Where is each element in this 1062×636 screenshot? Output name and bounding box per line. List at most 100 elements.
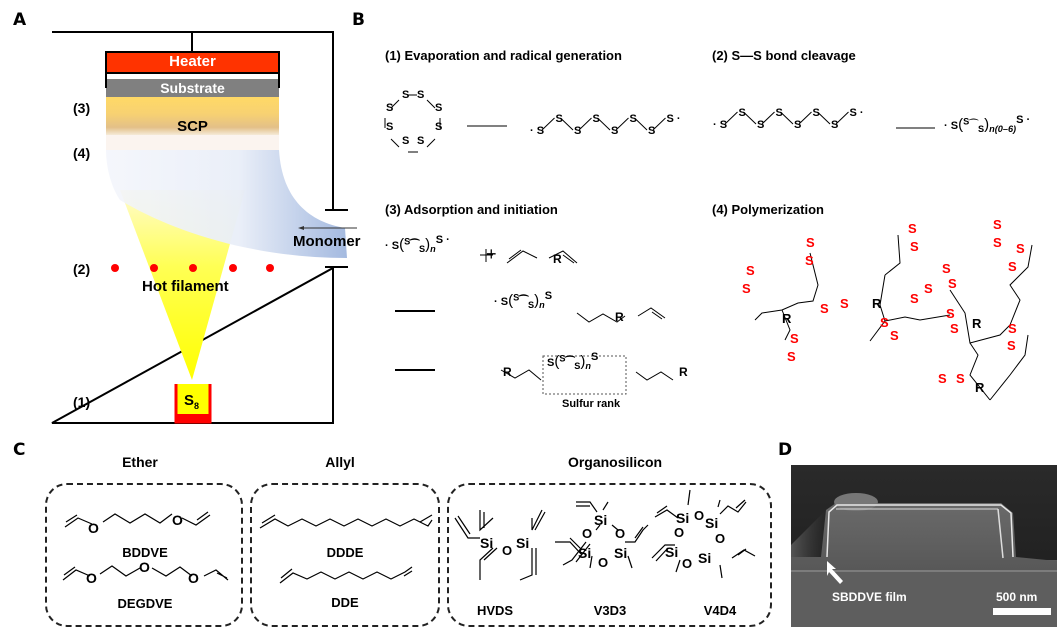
sulfur-atom: S bbox=[950, 321, 959, 336]
sulfur-atom: S bbox=[948, 276, 957, 291]
sulfur-atom: S bbox=[840, 296, 849, 311]
sulfur-atom: S bbox=[880, 315, 889, 330]
oxygen-atom: O bbox=[502, 543, 512, 558]
sulfur-atom: S bbox=[746, 263, 755, 278]
plus-sign: + bbox=[486, 244, 497, 264]
oxygen-atom: O bbox=[86, 570, 97, 586]
step-label-4: (4) bbox=[73, 145, 91, 161]
r-group: R bbox=[975, 380, 985, 395]
filament-dot bbox=[150, 264, 158, 272]
oxygen-atom: O bbox=[88, 520, 99, 536]
silicon-atom: Si bbox=[705, 515, 718, 531]
oxygen-atom: O bbox=[582, 526, 592, 541]
filament-dot bbox=[189, 264, 197, 272]
silicon-atom: Si bbox=[516, 535, 529, 551]
r-group: R bbox=[782, 311, 792, 326]
step2-title: (2) S—S bond cleavage bbox=[712, 48, 856, 63]
allyl-group-box bbox=[250, 483, 440, 627]
panel-label-a: A bbox=[13, 10, 27, 30]
heater bbox=[105, 51, 280, 74]
molecule-name-v3d3: V3D3 bbox=[593, 603, 627, 618]
hot-filament-label: Hot filament bbox=[142, 278, 229, 295]
sulfur-atom: S bbox=[993, 235, 1002, 250]
sulfur-atom: S bbox=[910, 291, 919, 306]
sulfur-atom: S bbox=[1007, 338, 1016, 353]
panel-label-b: B bbox=[352, 10, 365, 30]
filament-dot bbox=[111, 264, 119, 272]
chamber-diagram bbox=[51, 31, 357, 424]
s8-ring bbox=[384, 94, 441, 153]
heater-label: Heater bbox=[169, 53, 216, 70]
initiated-intermediate: · S(S⁀S)nS bbox=[494, 290, 553, 311]
scp-layer bbox=[106, 97, 279, 135]
silicon-atom: Si bbox=[698, 550, 711, 566]
oxygen-atom: O bbox=[674, 525, 684, 540]
sulfur-atom: S bbox=[806, 235, 815, 250]
oxygen-atom: O bbox=[694, 508, 704, 523]
molecule-name-bddve: BDDVE bbox=[122, 545, 168, 560]
sulfur-atom: S bbox=[924, 281, 933, 296]
oxygen-atom: O bbox=[139, 559, 150, 575]
oxygen-atom: O bbox=[715, 531, 725, 546]
r-group-label: R bbox=[679, 365, 688, 379]
substrate bbox=[106, 79, 279, 97]
sulfur-atom: S bbox=[938, 371, 947, 386]
step-label-2: (2) bbox=[73, 261, 91, 277]
filament-dot bbox=[229, 264, 237, 272]
r-group-label: R bbox=[553, 252, 562, 266]
oxygen-atom: O bbox=[188, 570, 199, 586]
substrate-label: Substrate bbox=[160, 80, 225, 96]
s8-label: S8 bbox=[184, 392, 200, 411]
molecule-name-v4d4: V4D4 bbox=[703, 603, 737, 618]
sulfur-radical-product: · S(S⁀S)n(0–6)S · bbox=[944, 114, 1031, 135]
sulfur-rank-segment: S(S⁀S)nS bbox=[547, 351, 599, 372]
r-group-label: R bbox=[615, 310, 624, 324]
monomer-label: Monomer bbox=[293, 233, 361, 250]
film-annotation: SBDDVE film bbox=[832, 590, 907, 604]
sulfur-atom: S bbox=[742, 281, 751, 296]
step-label-3: (3) bbox=[73, 100, 91, 116]
step3-title: (3) Adsorption and initiation bbox=[385, 202, 558, 217]
molecule-name-ddde: DDDE bbox=[326, 545, 364, 560]
sulfur-atom: S bbox=[908, 221, 917, 236]
r-group: R bbox=[972, 316, 982, 331]
sulfur-atom: S bbox=[1016, 241, 1025, 256]
scp-label: SCP bbox=[177, 118, 208, 135]
organosilicon-group-box bbox=[447, 483, 772, 627]
sulfur-atom: S bbox=[956, 371, 965, 386]
group-title-organosilicon: Organosilicon bbox=[567, 454, 663, 470]
scale-bar bbox=[993, 608, 1051, 615]
group-title-ether: Ether bbox=[122, 454, 158, 470]
film-pointer-arrow-icon bbox=[827, 561, 843, 584]
molecule-name-degdve: DEGDVE bbox=[117, 596, 173, 611]
oxygen-atom: O bbox=[615, 526, 625, 541]
monomer-gas-flow bbox=[106, 150, 347, 258]
sulfur-atom: S bbox=[910, 239, 919, 254]
oxygen-atom: O bbox=[682, 556, 692, 571]
hot-filaments bbox=[111, 264, 274, 272]
step-label-1: (1) bbox=[73, 394, 91, 410]
step4-title: (4) Polymerization bbox=[712, 202, 824, 217]
oxygen-atom: O bbox=[172, 512, 183, 528]
ether-group-box bbox=[45, 483, 243, 627]
sulfur-atom: S bbox=[946, 306, 955, 321]
sulfur-atom: S bbox=[787, 349, 796, 364]
sulfur-atom: S bbox=[820, 301, 829, 316]
scale-bar-label: 500 nm bbox=[996, 590, 1038, 604]
silicon-atom: Si bbox=[614, 545, 627, 561]
r-group-label: R bbox=[503, 365, 512, 379]
reaction-schemes bbox=[384, 94, 935, 395]
sulfur-atom: S bbox=[890, 328, 899, 343]
molecule-name-hvds: HVDS bbox=[476, 603, 514, 618]
sulfur-atom: S bbox=[790, 331, 799, 346]
panel-label-d: D bbox=[778, 440, 793, 460]
molecule-name-dde: DDE bbox=[331, 595, 359, 610]
sulfur-atom: S bbox=[1008, 321, 1017, 336]
step1-title: (1) Evaporation and radical generation bbox=[385, 48, 622, 63]
silicon-atom: Si bbox=[665, 544, 678, 560]
sulfur-atom: S bbox=[805, 253, 814, 268]
filament-dot bbox=[266, 264, 274, 272]
interface-layer bbox=[106, 135, 279, 150]
